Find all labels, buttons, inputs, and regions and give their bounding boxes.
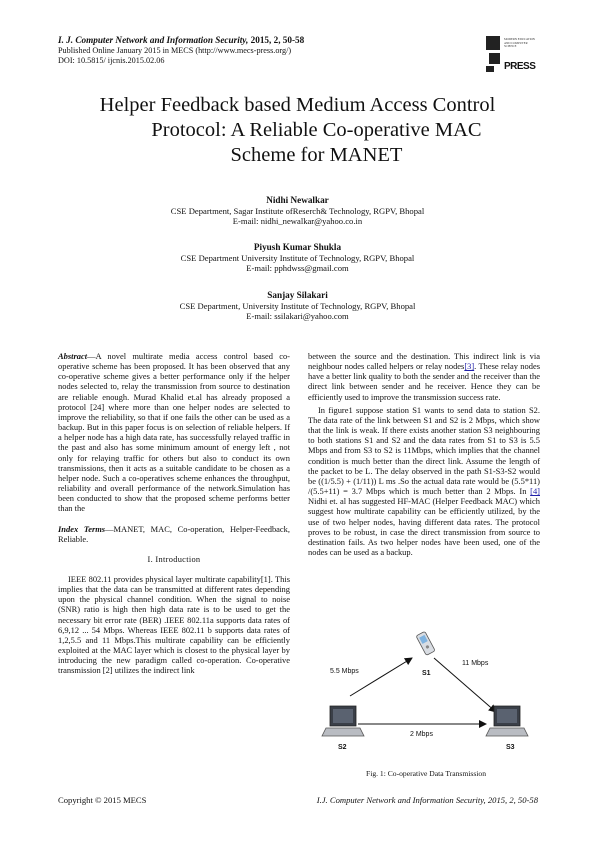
- footer-copyright: Copyright © 2015 MECS: [58, 795, 147, 805]
- laptop-icon-s3: [485, 705, 529, 737]
- paper-title: Helper Feedback based Medium Access Cont…: [40, 93, 555, 168]
- abstract: Abstract—A novel multirate media access …: [58, 351, 290, 514]
- abstract-label: Abstract: [58, 351, 88, 361]
- running-header: I. J. Computer Network and Information S…: [58, 35, 478, 67]
- index-terms-text: —MANET, MAC, Co-operation, Helper-Feedba…: [58, 523, 290, 544]
- author-block-1: Nidhi Newalkar CSE Department, Sagar Ins…: [60, 195, 535, 227]
- author-affiliation: CSE Department, University Institute of …: [179, 300, 416, 311]
- right-paragraph-1: between the source and the destination. …: [308, 351, 540, 402]
- index-terms-label: Index Terms: [58, 523, 106, 534]
- abstract-text: —A novel multirate media access control …: [58, 351, 290, 514]
- author-affiliation: CSE Department University Institute of T…: [180, 252, 415, 263]
- author-block-2: Piyush Kumar Shukla CSE Department Unive…: [60, 242, 535, 274]
- journal-name: I. J. Computer Network and Information S…: [58, 35, 249, 45]
- edge-s2-s1: [349, 657, 413, 697]
- figure-1: 5.5 Mbps 11 Mbps 2 Mbps S1 S2 S3: [310, 628, 542, 768]
- doi-line: DOI: 10.5815/ ijcnis.2015.02.06: [58, 56, 165, 66]
- paragraph-text: . These relay nodes have a better link q…: [308, 361, 540, 402]
- rate-label-s2-s1: 5.5 Mbps: [330, 668, 359, 675]
- node-label-s1: S1: [422, 670, 431, 677]
- node-label-s2: S2: [338, 744, 347, 751]
- figure-caption: Fig. 1: Co-operative Data Transmission: [365, 769, 487, 778]
- author-email: E-mail: ssilakari@yahoo.com: [246, 311, 349, 322]
- author-affiliation: CSE Department, Sagar Institute ofReserc…: [170, 205, 425, 216]
- right-paragraph-2: In figure1 suppose station S1 wants to s…: [308, 405, 540, 557]
- footer-journal: I.J. Computer Network and Information Se…: [316, 795, 538, 805]
- intro-paragraph: IEEE 802.11 provides physical layer mult…: [58, 573, 290, 676]
- author-block-3: Sanjay Silakari CSE Department, Universi…: [60, 290, 535, 322]
- paragraph-text: between the source and the destination. …: [308, 351, 540, 372]
- author-email: E-mail: pphdwss@gmail.com: [246, 263, 349, 274]
- title-line-3: Scheme for MANET: [230, 144, 403, 166]
- published-line: Published Online January 2015 in MECS (h…: [58, 46, 292, 56]
- author-email: E-mail: nidhi_newalkar@yahoo.co.in: [232, 216, 363, 227]
- citation-link[interactable]: [3]: [464, 361, 475, 372]
- index-terms: Index Terms—MANET, MAC, Co-operation, He…: [58, 524, 290, 544]
- title-line-1: Helper Feedback based Medium Access Cont…: [99, 94, 496, 116]
- paragraph-text: Nidhi et. al has suggested HF-MAC (Helpe…: [308, 496, 540, 557]
- citation-link[interactable]: [4]: [530, 486, 540, 497]
- author-name: Sanjay Silakari: [267, 290, 328, 300]
- phone-icon: [416, 631, 435, 656]
- rate-label-s2-s3: 2 Mbps: [410, 731, 433, 738]
- network-diagram: [321, 631, 529, 737]
- rate-label-s1-s3: 11 Mbps: [462, 660, 489, 667]
- journal-volume: 2015, 2, 50-58: [248, 35, 305, 45]
- logo-press-text: PRESS: [504, 61, 536, 72]
- laptop-icon-s2: [321, 705, 365, 737]
- title-line-2: Protocol: A Reliable Co-operative MAC: [151, 119, 482, 141]
- section-heading: I. Introduction: [147, 554, 201, 564]
- edge-s1-s3: [433, 657, 497, 713]
- left-column: Abstract—A novel multirate media access …: [58, 351, 290, 676]
- logo-small-text: MODERN EDUCATION AND COMPUTER SCIENCE: [504, 37, 535, 48]
- node-label-s3: S3: [506, 744, 515, 751]
- paragraph-text: In figure1 suppose station S1 wants to s…: [308, 404, 540, 497]
- author-name: Nidhi Newalkar: [266, 195, 329, 205]
- mecs-logo: MODERN EDUCATION AND COMPUTER SCIENCE PR…: [486, 34, 536, 74]
- author-name: Piyush Kumar Shukla: [253, 242, 342, 252]
- right-column: between the source and the destination. …: [308, 351, 540, 557]
